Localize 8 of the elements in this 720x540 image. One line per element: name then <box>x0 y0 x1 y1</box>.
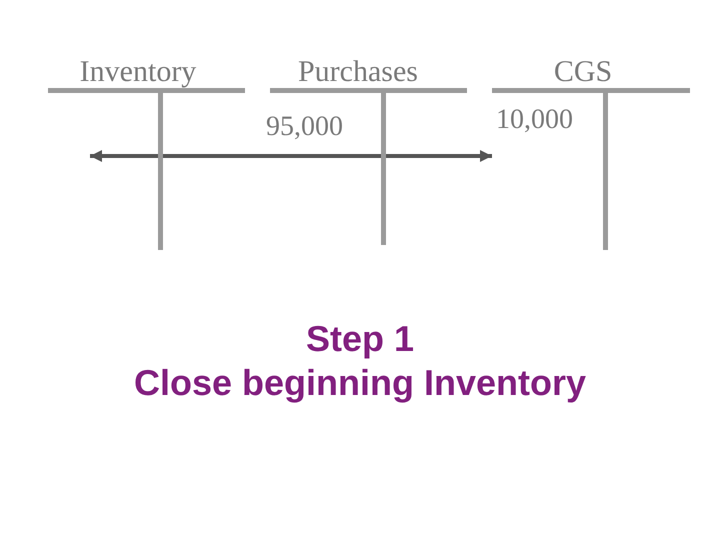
account-title: Purchases <box>297 56 419 88</box>
amount-text: 95,000 <box>266 112 343 142</box>
step-heading: Step 1 <box>304 318 416 360</box>
amount-text: 10,000 <box>496 105 573 135</box>
arrow <box>90 150 492 162</box>
step-caption: Close beginning Inventory <box>132 362 588 404</box>
account-title: CGS <box>552 56 614 88</box>
account-title: Inventory <box>78 56 198 88</box>
